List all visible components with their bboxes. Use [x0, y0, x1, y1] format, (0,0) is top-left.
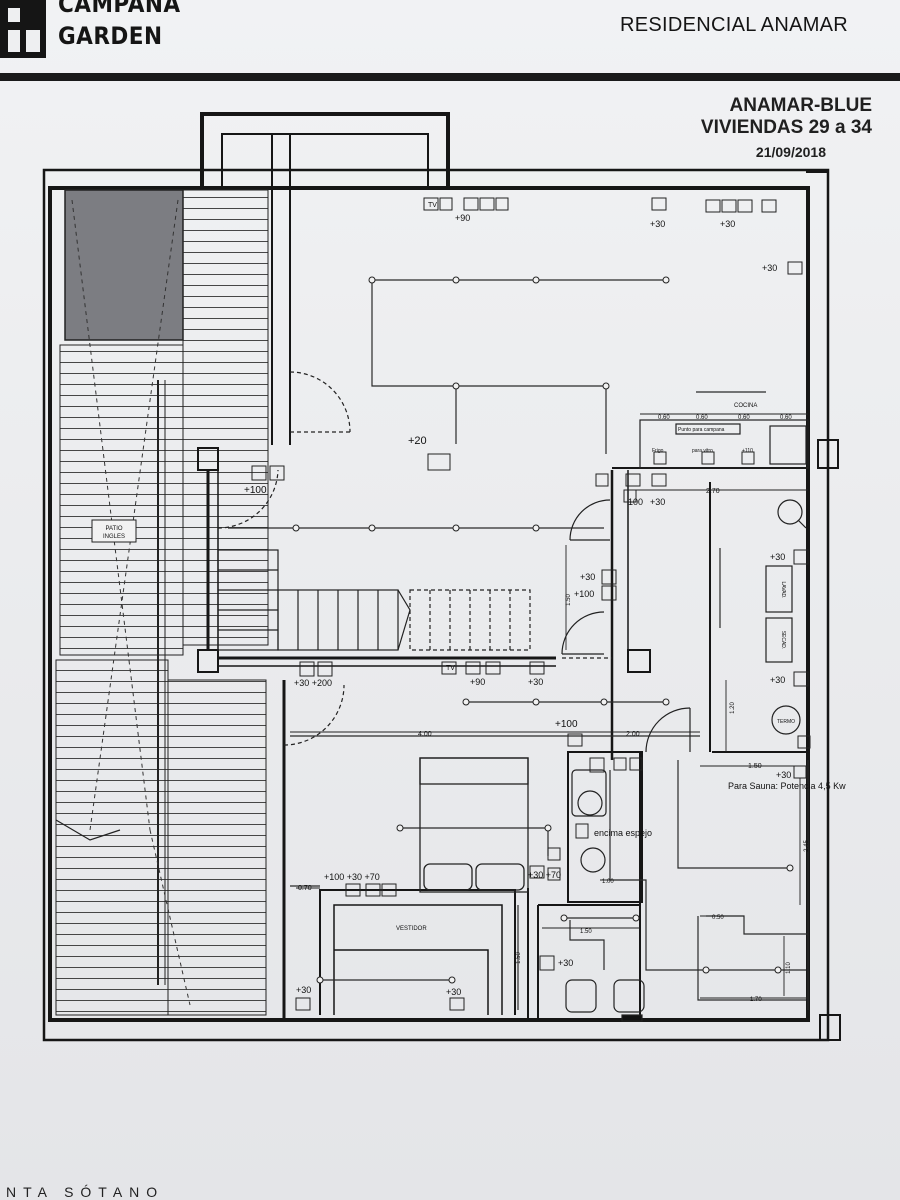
sheet-label: NTA SÓTANO	[6, 1184, 165, 1200]
patio-ingles-area: PATIO INGLES	[55, 189, 269, 1016]
label-lavadora: LAVAD.	[780, 581, 786, 598]
project-name: RESIDENCIAL ANAMAR	[620, 14, 849, 36]
label-h30-kitchen: +30	[650, 497, 665, 507]
label-encima-espejo: encima espejo	[594, 828, 652, 838]
label-d110: 1.10	[786, 962, 792, 974]
title-date: 21/09/2018	[755, 144, 826, 160]
label-d060-3: 0.60	[738, 415, 750, 421]
kitchen-counter	[639, 419, 809, 735]
label-d200: 2.00	[626, 731, 640, 738]
label-h100-hall: +100	[574, 589, 594, 599]
label-h30-bed: +30	[528, 677, 543, 687]
outer-walls	[42, 112, 841, 1042]
label-vitro: para vitro	[692, 448, 713, 454]
label-h90-bed: +90	[470, 677, 485, 687]
label-d060-2: 0.60	[696, 415, 708, 421]
label-d070: 0.70	[298, 885, 312, 892]
label-d400: 4.00	[418, 731, 432, 738]
label-tv-top: TV	[428, 202, 437, 209]
label-secadora: SECAD.	[780, 631, 786, 650]
label-termo: TERMO	[777, 719, 795, 725]
label-h30-wc: +30	[558, 958, 573, 968]
label-vestidor: VESTIDOR	[396, 926, 427, 932]
label-d270: 2.70	[706, 488, 720, 495]
label-d120: 1.20	[730, 702, 736, 714]
label-h90-top: +90	[455, 213, 470, 223]
label-h30-200: +30 +200	[294, 678, 332, 688]
label-d050: 0.50	[712, 915, 724, 921]
label-h100-30-70: +100 +30 +70	[324, 872, 380, 882]
label-h110: +110	[742, 448, 753, 454]
label-h30-vestidor-2: +30	[446, 987, 461, 997]
label-d150-bath: 1.50	[748, 763, 762, 770]
plan-annotations: TV +90 +30 +30 +30 +20 +100 COCINA Punto…	[244, 202, 846, 1003]
label-h100-kitchen: 100	[628, 497, 643, 507]
label-encimera: Punto para campana	[678, 427, 725, 433]
label-sauna-power: Para Sauna: Potencia 4,5 Kw	[728, 781, 846, 791]
electrical-outlets	[251, 197, 811, 1011]
dimension-lines	[290, 413, 808, 999]
label-d150-wc: 1.50	[580, 929, 592, 935]
title-model: ANAMAR-BLUE	[729, 95, 872, 116]
logo-text-bottom: GARDEN	[58, 22, 163, 50]
label-h30-hall: +30	[580, 572, 595, 582]
label-d060-1: 0.60	[658, 415, 670, 421]
logo-text-top: CAMPANA	[58, 0, 181, 18]
bathroom-fixtures	[565, 769, 645, 1022]
label-d060-4: 0.60	[780, 415, 792, 421]
ceiling-light-points	[292, 276, 794, 984]
patio-label-2: INGLES	[103, 534, 125, 540]
campana-garden-logo-mark	[0, 0, 46, 58]
label-h30-70-b: +30 +70	[528, 870, 561, 880]
header-rule	[0, 73, 900, 81]
label-h30-a: +30	[650, 219, 665, 229]
label-h30-laundry: +30	[770, 552, 785, 562]
label-d170: 1.70	[750, 997, 762, 1003]
title-units: VIVIENDAS 29 a 34	[700, 117, 872, 138]
label-h30-vestidor-1: +30	[296, 985, 311, 995]
label-h100-stair: +100	[244, 485, 267, 496]
label-frigo: Frigo	[652, 448, 664, 454]
label-d150-hall: 1.50	[566, 594, 572, 606]
door-swings	[217, 371, 691, 753]
label-h30-right: +30	[762, 263, 777, 273]
patio-label: PATIO	[105, 526, 122, 532]
label-d245: 2.45	[804, 840, 810, 852]
electrical-circuits	[228, 279, 809, 1010]
label-h20: +20	[408, 435, 427, 447]
double-bed	[419, 757, 529, 893]
label-cocina: COCINA	[734, 403, 757, 409]
interior-walls	[197, 134, 808, 1020]
label-h100-bed: +100	[555, 719, 578, 730]
label-h30-sauna: +30	[776, 770, 791, 780]
label-d150-vestidor: 1.50	[516, 952, 522, 964]
interior-stairs	[217, 549, 531, 651]
label-h30-b: +30	[720, 219, 735, 229]
label-tv-bed: TV	[446, 665, 455, 672]
label-h30-termo: +30	[770, 675, 785, 685]
label-d100-bath: 1.00	[602, 879, 614, 885]
